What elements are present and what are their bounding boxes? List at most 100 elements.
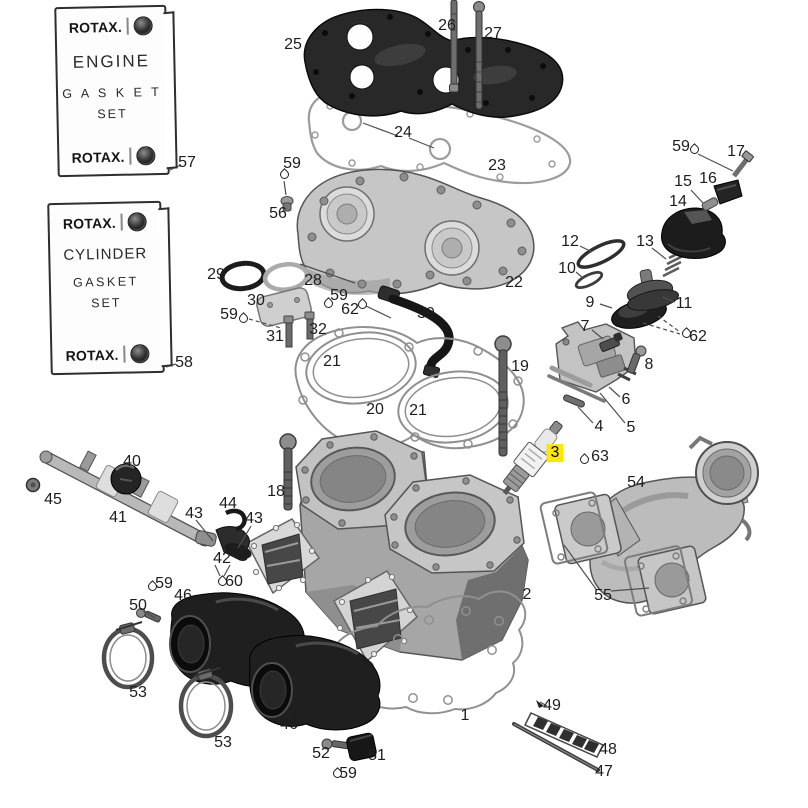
cover-plate-30 [256,287,312,327]
part-callout-7[interactable]: 7 [580,318,590,335]
box-subtitle-gasket: G A S K E T [62,84,162,102]
part-callout-20[interactable]: 20 [366,401,384,418]
part-callout-53[interactable]: 53 [214,734,232,751]
part-callout-10[interactable]: 10 [558,260,576,277]
part-callout-39[interactable]: 39 [417,305,435,322]
part-callout-62[interactable]: 62 [689,328,707,345]
part-callout-59[interactable]: 59 [220,306,238,323]
part-callout-47[interactable]: 47 [595,763,613,780]
part-callout-57[interactable]: 57 [178,154,196,171]
valve-blade-5 [547,365,606,403]
valve-cap-14 [661,207,726,259]
part-callout-40[interactable]: 40 [123,453,141,470]
part-callout-21[interactable]: 21 [323,353,341,370]
part-callout-59[interactable]: 59 [672,138,690,155]
part-callout-43[interactable]: 43 [185,505,203,522]
part-callout-23[interactable]: 23 [488,157,506,174]
part-callout-15[interactable]: 15 [674,173,692,190]
clip-49 [536,700,544,708]
part-callout-2[interactable]: 2 [522,586,532,603]
part-callout-62[interactable]: 62 [341,301,359,318]
part-callout-48[interactable]: 48 [599,741,617,758]
clip-44 [224,508,247,532]
part-callout-25[interactable]: 25 [284,36,302,53]
brand-divider [120,213,123,231]
rotax-brand-bottom: ROTAX. [59,146,167,167]
part-callout-19[interactable]: 19 [511,358,529,375]
part-callout-51[interactable]: 51 [368,747,386,764]
part-callout-17[interactable]: 17 [727,143,745,160]
part-callout-3[interactable]: 3 [546,444,564,462]
part-callout-44[interactable]: 44 [219,495,237,512]
skidoo-emblem-icon [135,146,156,166]
brand-divider [129,147,132,165]
part-callout-24[interactable]: 24 [394,124,412,141]
part-callout-59[interactable]: 59 [283,155,301,172]
part-callout-29[interactable]: 29 [207,266,225,283]
part-callout-45[interactable]: 45 [44,491,62,508]
spark-plug-3 [502,420,563,495]
part-callout-41[interactable]: 41 [109,509,127,526]
part-callout-28[interactable]: 28 [304,272,322,289]
part-callout-59[interactable]: 59 [339,765,357,782]
part-callout-63[interactable]: 63 [591,448,609,465]
reed-valve-right [332,570,418,663]
part-callout-9[interactable]: 9 [585,294,595,311]
cylinder-stud-18 [279,433,297,511]
screw-31 [283,315,294,348]
part-callout-16[interactable]: 16 [699,170,717,187]
part-callout-22[interactable]: 22 [505,274,523,291]
cylinder-gasket-set-box: ROTAX. CYLINDER GASKET SET ROTAX. [47,200,173,376]
part-callout-21[interactable]: 21 [409,402,427,419]
cylinder-stud-19 [494,335,512,457]
o-ring-12 [576,239,626,269]
part-callout-42[interactable]: 42 [213,550,231,567]
part-callout-6[interactable]: 6 [621,391,631,408]
part-callout-11[interactable]: 11 [675,295,693,312]
injector-42-43 [195,526,252,561]
part-callout-1[interactable]: 1 [460,707,470,724]
nut-45 [25,477,41,493]
part-callout-56[interactable]: 56 [269,205,287,222]
head-bolt-26 [449,0,459,93]
pin-4 [563,394,585,408]
part-callout-43[interactable]: 43 [245,510,263,527]
rubber-cap-51 [346,732,377,762]
rotax-logo-text: ROTAX. [62,214,117,232]
cap-40 [110,463,142,495]
part-callout-18[interactable]: 18 [267,483,285,500]
part-callout-60[interactable]: 60 [225,573,243,590]
bolt-17 [732,150,754,178]
part-callout-50[interactable]: 50 [129,597,147,614]
o-ring-10 [574,270,604,290]
part-callout-55[interactable]: 55 [594,587,612,604]
part-callout-4[interactable]: 4 [594,418,604,435]
part-callout-31[interactable]: 31 [266,328,284,345]
part-callout-14[interactable]: 14 [669,193,687,210]
part-callout-27[interactable]: 27 [484,25,502,42]
part-callout-59[interactable]: 59 [155,575,173,592]
part-callout-46[interactable]: 46 [174,587,192,604]
part-callout-8[interactable]: 8 [644,356,654,373]
part-callout-54[interactable]: 54 [627,474,645,491]
part-callout-49[interactable]: 49 [543,697,561,714]
leader-lines [142,122,734,707]
part-callout-46[interactable]: 46 [280,716,298,733]
part-callout-52[interactable]: 52 [312,745,330,762]
part-callout-32[interactable]: 32 [309,321,327,338]
rotax-brand-top: ROTAX. [56,16,164,37]
part-callout-30[interactable]: 30 [247,292,265,309]
part-callout-12[interactable]: 12 [561,233,579,250]
part-callout-58[interactable]: 58 [175,354,193,371]
part-callout-53[interactable]: 53 [129,684,147,701]
brand-divider [123,345,126,363]
plug-screw-56 [280,196,294,212]
part-callout-5[interactable]: 5 [626,419,636,436]
rotax-logo-text: ROTAX. [65,346,119,364]
skidoo-emblem-icon [129,344,150,364]
part-callout-13[interactable]: 13 [636,233,654,250]
part-callout-26[interactable]: 26 [438,17,456,34]
rotax-logo-text: ROTAX. [68,18,123,36]
